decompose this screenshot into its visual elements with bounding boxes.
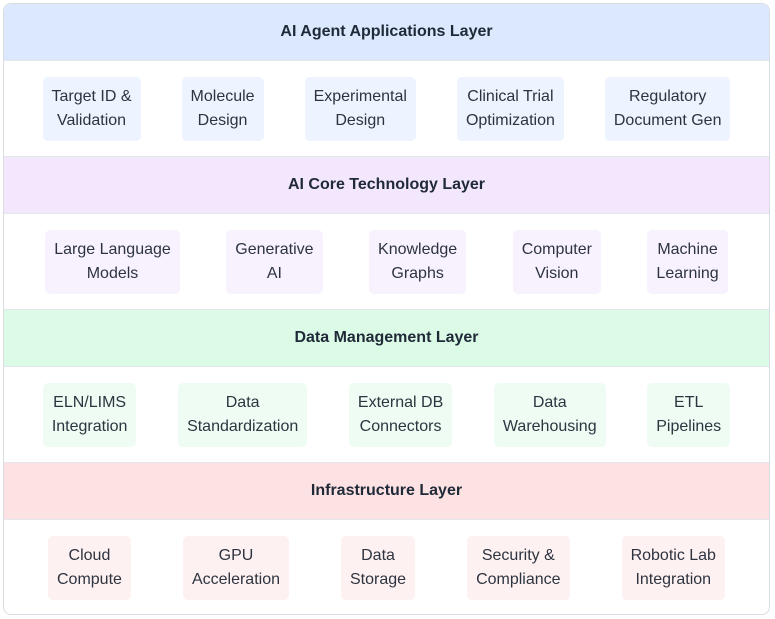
component-knowledge-graphs: Knowledge Graphs	[369, 229, 467, 294]
component-machine-learning: Machine Learning	[647, 229, 728, 294]
component-gpu-acceleration: GPU Acceleration	[182, 536, 289, 600]
component-data-warehousing: Data Warehousing	[493, 382, 606, 447]
layer-title: Data Management Layer	[4, 310, 769, 367]
component-molecule-design: Molecule Design	[181, 76, 264, 141]
component-clinical-trial-optimization: Clinical Trial Optimization	[456, 76, 564, 141]
layer-ai-core-technology: AI Core Technology Layer Large Language …	[4, 157, 769, 310]
component-generative-ai: Generative AI	[226, 229, 323, 294]
component-external-db-connectors: External DB Connectors	[348, 382, 453, 447]
layer-infrastructure: Infrastructure Layer Cloud Compute GPU A…	[4, 463, 769, 614]
component-experimental-design: Experimental Design	[304, 76, 416, 141]
layer-items: Large Language Models Generative AI Know…	[4, 214, 769, 310]
component-data-storage: Data Storage	[341, 536, 416, 600]
component-target-id-validation: Target ID & Validation	[42, 76, 141, 141]
component-large-language-models: Large Language Models	[45, 229, 180, 294]
layer-ai-agent-applications: AI Agent Applications Layer Target ID & …	[4, 4, 769, 157]
component-regulatory-document-gen: Regulatory Document Gen	[604, 76, 731, 141]
layer-items: ELN/LIMS Integration Data Standardizatio…	[4, 367, 769, 463]
architecture-diagram: AI Agent Applications Layer Target ID & …	[3, 3, 770, 615]
component-computer-vision: Computer Vision	[512, 229, 601, 294]
component-data-standardization: Data Standardization	[178, 382, 308, 447]
component-security-compliance: Security & Compliance	[467, 536, 570, 600]
layer-data-management: Data Management Layer ELN/LIMS Integrati…	[4, 310, 769, 463]
layer-title: Infrastructure Layer	[4, 463, 769, 520]
component-robotic-lab-integration: Robotic Lab Integration	[621, 536, 725, 600]
component-eln-lims-integration: ELN/LIMS Integration	[42, 382, 137, 447]
component-cloud-compute: Cloud Compute	[48, 536, 131, 600]
layer-items: Target ID & Validation Molecule Design E…	[4, 61, 769, 157]
layer-items: Cloud Compute GPU Acceleration Data Stor…	[4, 520, 769, 614]
component-etl-pipelines: ETL Pipelines	[647, 382, 731, 447]
layer-title: AI Core Technology Layer	[4, 157, 769, 214]
layer-title: AI Agent Applications Layer	[4, 4, 769, 61]
